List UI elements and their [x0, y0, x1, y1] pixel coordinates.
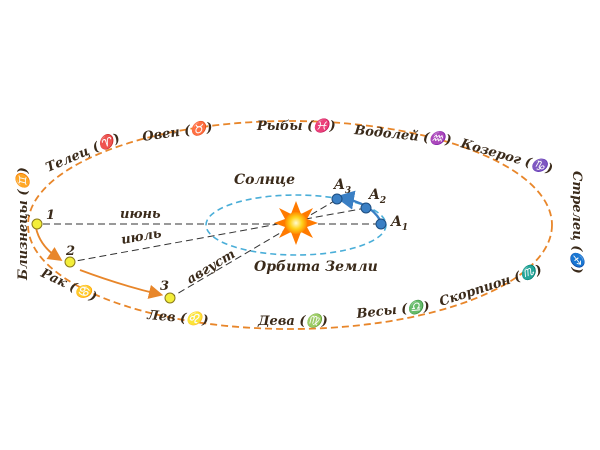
sightline-july — [69, 207, 367, 263]
constellation-kozerog: Козерог (♑) — [458, 135, 555, 177]
month-label-august: август — [184, 247, 238, 288]
earth-label-a1: A1 — [389, 214, 408, 233]
earth-position-a1 — [375, 218, 387, 230]
constellation-strelec: Стрелец (♐) — [569, 171, 585, 274]
constellation-vesy: Весы (♎) — [355, 298, 431, 322]
sun-position-2-label: 2 — [65, 244, 75, 259]
ecliptic-arrow-2 — [79, 269, 164, 299]
constellation-telec: Телец (♈) — [43, 130, 122, 176]
sun-position-3-label: 3 — [160, 279, 169, 294]
sun-position-1 — [31, 218, 43, 230]
month-label-july: июль — [120, 226, 163, 248]
constellation-ryby: Рыбы (♓) — [256, 118, 336, 134]
constellation-rak: Рак (♋) — [37, 265, 99, 305]
sun-label: Солнце — [234, 172, 295, 188]
sun-icon — [274, 201, 318, 245]
earth-position-a3 — [331, 193, 343, 205]
constellation-skorpion: Скорпион (♏) — [437, 262, 544, 310]
month-label-june: июнь — [120, 207, 161, 222]
ecliptic-ellipse — [27, 120, 553, 330]
ecliptic-arrow-1 — [35, 227, 63, 261]
sun-position-2 — [64, 256, 76, 268]
constellation-oven: Овен (♉) — [141, 119, 213, 145]
sightline-august — [169, 199, 337, 299]
earth-orbit-label: Орбита Земли — [254, 259, 378, 275]
constellation-deva: Дева (♍) — [257, 313, 328, 329]
earth-position-a2 — [360, 202, 372, 214]
sun-position-1-label: 1 — [46, 208, 55, 223]
sun-position-3 — [164, 292, 176, 304]
earth-label-a3: A3 — [332, 177, 351, 196]
constellation-lev: Лев (♌) — [146, 307, 209, 328]
constellation-bliznecy: Близнецы (♊) — [15, 167, 31, 281]
constellation-vodoley: Водолей (♒) — [353, 122, 453, 148]
earth-label-a2: A2 — [367, 187, 386, 206]
